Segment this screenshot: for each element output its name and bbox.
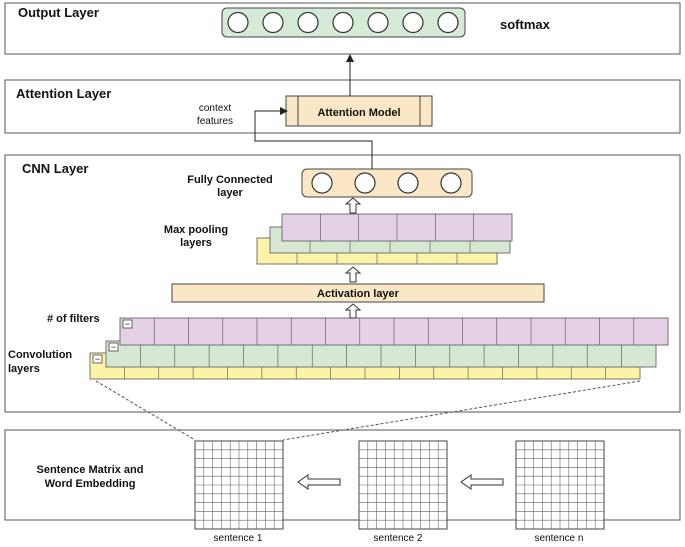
attention-layer-panel: Attention Layer context features Attenti… <box>4 79 681 134</box>
sentence-2-caption: sentence 2 <box>374 533 423 544</box>
fully-connected-label-line2: layer <box>217 187 243 199</box>
output-neuron <box>437 11 459 34</box>
fc-neuron <box>354 172 376 194</box>
output-neuron <box>332 11 354 34</box>
cnn-layer-title: CNN Layer <box>22 161 88 176</box>
filters-label: # of filters <box>47 313 100 325</box>
sentence-matrix-label-line2: Word Embedding <box>45 478 136 490</box>
attention-model-label: Attention Model <box>317 107 400 119</box>
up-arrow-conv-to-activation <box>344 303 362 319</box>
convolution-stack: − − − <box>89 317 669 380</box>
max-pooling-stack <box>256 213 513 265</box>
collapse-symbol: − <box>125 319 130 329</box>
fc-neuron <box>397 172 419 194</box>
context-features-label-line2: features <box>197 116 233 127</box>
collapse-symbol: − <box>111 342 116 352</box>
collapse-symbol: − <box>95 354 100 364</box>
attention-layer-title: Attention Layer <box>16 86 111 101</box>
output-layer-title: Output Layer <box>18 5 99 20</box>
output-neuron <box>367 11 389 34</box>
projection-line-right <box>282 380 641 441</box>
output-neurons <box>227 11 459 34</box>
sentence-n-caption: sentence n <box>535 533 584 544</box>
collapse-box <box>122 319 133 329</box>
output-neuron <box>297 11 319 34</box>
context-features-label-line1: context <box>199 103 231 114</box>
fc-neuron <box>311 172 333 194</box>
max-pooling-label-line2: layers <box>180 237 212 249</box>
output-neuron <box>262 11 284 34</box>
sentence-1-caption: sentence 1 <box>214 533 263 544</box>
convolution-label-line2: layers <box>8 363 40 375</box>
up-arrow-activation-to-pool <box>344 266 362 283</box>
softmax-label: softmax <box>500 17 551 32</box>
collapse-box <box>108 342 119 352</box>
input-panel: Sentence Matrix and Word Embedding <box>4 429 681 530</box>
sentence-matrix-label-line1: Sentence Matrix and <box>37 464 144 476</box>
output-neuron <box>227 11 249 34</box>
output-layer-panel: Output Layer softmax <box>4 2 681 55</box>
output-neuron <box>402 11 424 34</box>
projection-line-left <box>95 380 196 441</box>
up-arrow-pool-to-fc <box>344 197 362 214</box>
fully-connected-label-line1: Fully Connected <box>187 174 273 186</box>
connector-fc-to-attention <box>254 107 373 169</box>
left-arrow-sentence2-to-1 <box>297 474 341 490</box>
fc-neuron <box>440 172 462 194</box>
sentence-matrices <box>194 440 605 530</box>
attention-model-box <box>285 95 433 127</box>
convolution-label-line1: Convolution <box>8 349 72 361</box>
activation-layer-label: Activation layer <box>317 288 400 300</box>
collapse-box <box>92 354 103 364</box>
max-pooling-label-line1: Max pooling <box>164 224 228 236</box>
fully-connected-layer <box>301 168 473 198</box>
left-arrow-sentencen-to-2 <box>460 474 504 490</box>
activation-layer <box>171 283 545 303</box>
fully-connected-neurons <box>311 172 462 194</box>
cnn-layer-panel: CNN Layer Fully Connected layer Max pool… <box>4 154 681 413</box>
